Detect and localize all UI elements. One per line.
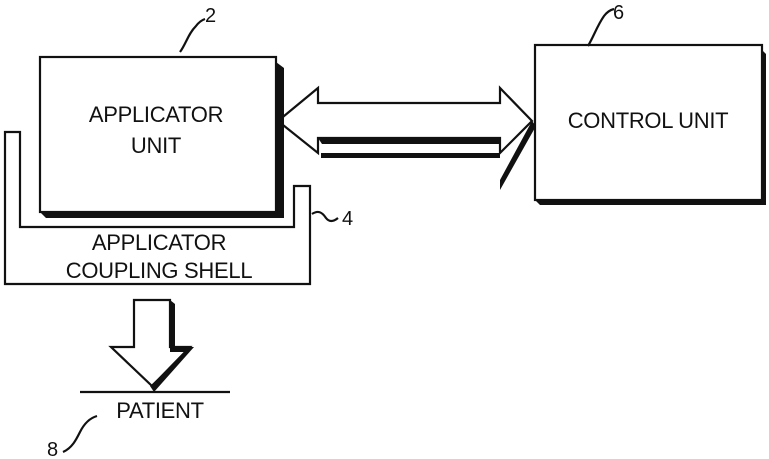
- patient-label: PATIENT: [116, 398, 204, 423]
- coupling-shell-label-line2: COUPLING SHELL: [66, 258, 253, 283]
- down-arrow-to-patient: [111, 300, 194, 392]
- coupling-shell-label-line1: APPLICATOR: [92, 230, 226, 255]
- ref-2-leader: [180, 19, 205, 52]
- applicator-unit-block: APPLICATOR UNIT 2: [40, 5, 284, 218]
- bidirectional-arrow-bottom-edge: [318, 138, 500, 144]
- patient-block: PATIENT 8: [47, 392, 230, 459]
- applicator-unit-label-line2: UNIT: [131, 133, 181, 158]
- bidirectional-arrow: [278, 88, 536, 190]
- ref-8-leader: [63, 416, 97, 452]
- ref-number-8: 8: [47, 439, 58, 459]
- ref-4-leader: [312, 212, 338, 221]
- bidirectional-arrow-shadow: [321, 121, 536, 190]
- ref-number-6: 6: [613, 2, 624, 24]
- ref-number-2: 2: [205, 5, 216, 27]
- ref-number-4: 4: [342, 208, 353, 230]
- ref-6-leader: [588, 9, 614, 46]
- down-arrow-outline: [111, 300, 190, 386]
- control-unit-label: CONTROL UNIT: [568, 108, 729, 133]
- control-unit-block: CONTROL UNIT 6: [535, 2, 766, 205]
- applicator-unit-label-line1: APPLICATOR: [89, 102, 223, 127]
